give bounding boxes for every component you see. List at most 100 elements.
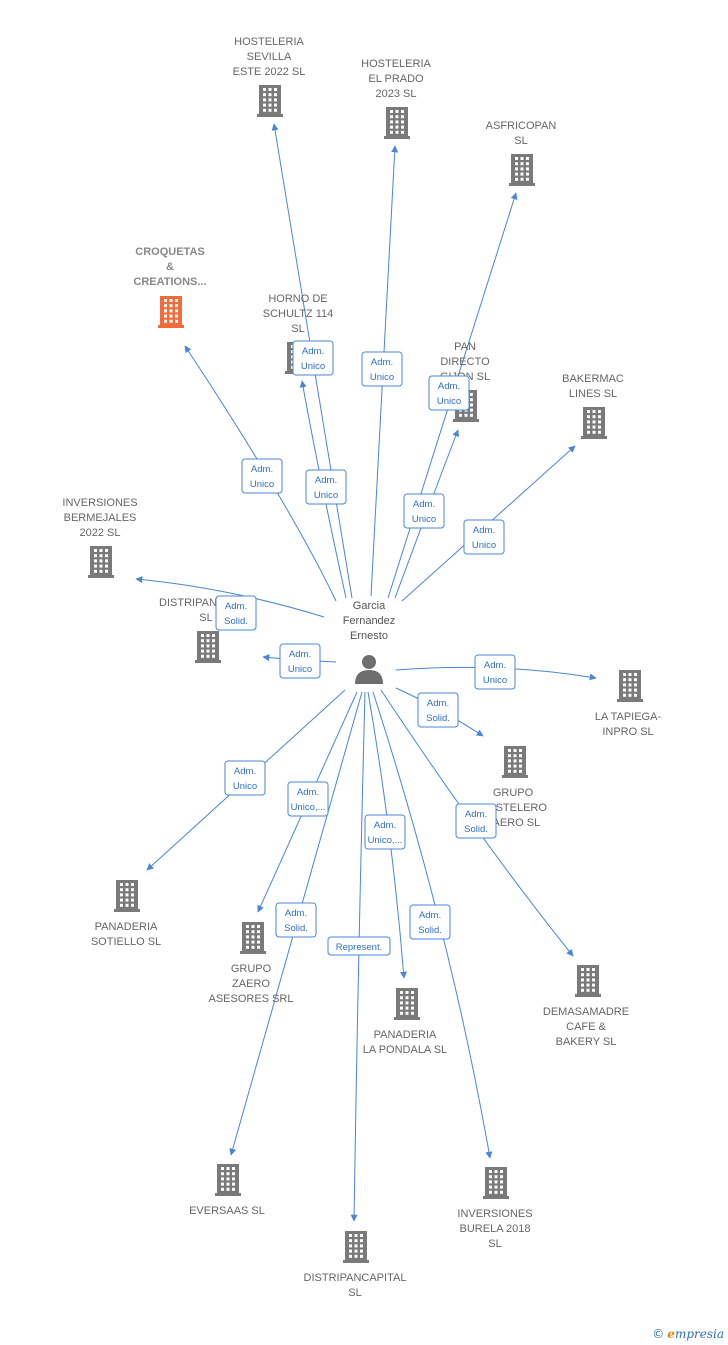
edge-label-eversaas[interactable]: Adm. Solid. xyxy=(275,902,317,938)
company-name-line: LA PONDALA SL xyxy=(363,1044,447,1056)
company-name-line: DIRECTO xyxy=(440,356,490,368)
company-name-line: EVERSAAS SL xyxy=(189,1205,265,1217)
edge-label-text: Unico xyxy=(437,396,461,407)
company-name-line: HORNO DE xyxy=(268,293,327,305)
edge-label-text: Unico xyxy=(301,361,325,372)
edge-label-text: Adm. xyxy=(315,475,337,486)
company-node-la-tapiega[interactable]: LA TAPIEGA-INPRO SL xyxy=(595,670,662,738)
building-icon xyxy=(575,965,601,997)
company-name-line: SL xyxy=(348,1287,361,1299)
edge-label-text: Solid. xyxy=(284,923,308,934)
company-name-line: ZAERO SL xyxy=(486,817,540,829)
building-icon xyxy=(88,546,114,578)
edge-label-inversiones-burela[interactable]: Adm. Solid. xyxy=(409,904,451,940)
person-icon xyxy=(355,655,383,684)
building-icon xyxy=(215,1164,241,1196)
company-name-line: GRUPO xyxy=(493,787,534,799)
edge-label-bakermac[interactable]: Adm. Unico xyxy=(463,519,505,555)
edge-label-text: Unico xyxy=(370,372,394,383)
edge-label-text: Adm. xyxy=(473,525,495,536)
company-node-hosteleria-sevilla[interactable]: HOSTELERIA SEVILLA ESTE 2022 SL xyxy=(233,36,306,117)
edge-label-text: Adm. xyxy=(285,908,307,919)
building-icon xyxy=(502,746,528,778)
edge-label-croquetas[interactable]: Adm.Unico xyxy=(241,458,283,494)
company-node-inversiones-bermejales[interactable]: INVERSIONES BERMEJALES 2022 SL xyxy=(62,497,138,578)
edge-label-text: Unico xyxy=(483,675,507,686)
building-icon xyxy=(257,85,283,117)
company-name-line: INVERSIONES xyxy=(62,497,137,509)
edge-label-text: Solid. xyxy=(426,713,450,724)
building-icon xyxy=(483,1167,509,1199)
edge-label-demasamadre[interactable]: Adm.Solid. xyxy=(455,803,497,839)
edge-line-inversiones-bermejales xyxy=(135,576,325,618)
company-name-line: BERMEJALES xyxy=(64,512,137,524)
company-name-line: LA TAPIEGA- xyxy=(595,711,662,723)
company-name-line: SL xyxy=(514,135,527,147)
edge-label-text: Adm. xyxy=(374,820,396,831)
edge-label-text: Represent. xyxy=(336,942,382,953)
edge-label-pan-directo[interactable]: Adm.Unico xyxy=(403,493,445,529)
company-node-eversaas[interactable]: EVERSAAS SL xyxy=(189,1164,265,1217)
edge-label-inversiones-bermejales[interactable]: Adm.Solid. xyxy=(215,595,257,631)
company-name-line: CREATIONS... xyxy=(133,276,206,288)
building-icon xyxy=(343,1231,369,1263)
edge-label-text: Unico xyxy=(233,781,257,792)
person-name-line: Garcia xyxy=(353,600,386,612)
edge-label-text: Unico,... xyxy=(368,835,403,846)
edge-label-text: Adm. xyxy=(465,809,487,820)
edge-label-horno-de-schultz[interactable]: Adm.Unico xyxy=(305,469,347,505)
building-icon xyxy=(114,880,140,912)
edge-label-text: Adm. xyxy=(484,660,506,671)
company-name-line: PAN xyxy=(454,341,476,353)
brand-logo[interactable]: ©empresia xyxy=(652,1327,724,1341)
company-name-line: 2022 SL xyxy=(80,527,121,539)
building-icon xyxy=(384,107,410,139)
company-name-line: SCHULTZ 114 xyxy=(263,308,334,320)
company-name-line: ESTE 2022 SL xyxy=(233,66,306,78)
edge-label-grupo-zaero-asesores[interactable]: Adm. Unico,... xyxy=(287,781,329,817)
edge-label-la-tapiega[interactable]: Adm. Unico xyxy=(474,654,516,690)
edge-label-panaderia-sotiello[interactable]: Adm.Unico xyxy=(224,760,266,796)
edge-label-hosteleria-sevilla[interactable]: Adm. Unico xyxy=(292,340,334,376)
company-name-line: EL PRADO xyxy=(368,73,424,85)
person-name-line: Fernandez xyxy=(343,615,396,627)
company-node-croquetas[interactable]: CROQUETAS&CREATIONS... xyxy=(133,246,207,328)
company-name-line: SL xyxy=(291,323,304,335)
edge-label-text: Unico xyxy=(412,514,436,525)
edge-label-text: Unico xyxy=(288,664,312,675)
company-name-line: GRUPO xyxy=(231,963,272,975)
edge-label-grupo-hostelero[interactable]: Adm.Solid. xyxy=(417,692,459,728)
edge-label-text: Adm. xyxy=(297,787,319,798)
edge-label-text: Adm. xyxy=(225,601,247,612)
edge-label-text: Solid. xyxy=(418,925,442,936)
edge-label-text: Adm. xyxy=(302,346,324,357)
copyright-icon: © xyxy=(652,1327,665,1341)
company-name-line: ASESORES SRL xyxy=(209,993,294,1005)
company-name-line: BAKERY SL xyxy=(556,1036,617,1048)
company-name-line: HOSTELERIA xyxy=(234,36,304,48)
edge-label-text: Unico,... xyxy=(291,802,326,813)
building-icon xyxy=(240,922,266,954)
edge-label-hosteleria-el-prado[interactable]: Adm.Unico xyxy=(361,351,403,387)
edge-label-panaderia-la-pondala[interactable]: Adm. Unico,... xyxy=(364,814,406,850)
edge-label-text: Unico xyxy=(472,540,496,551)
edge-label-text: Unico xyxy=(250,479,274,490)
edge-label-distripandelbe[interactable]: Adm. Unico xyxy=(279,643,321,679)
company-name-line: SEVILLA xyxy=(247,51,292,63)
edge-label-text: Adm. xyxy=(289,649,311,660)
edge-label-asfricopan[interactable]: Adm.Unico xyxy=(428,375,470,411)
edge-label-distripancapital[interactable]: Represent. xyxy=(327,936,391,956)
edge-label-text: Adm. xyxy=(419,910,441,921)
